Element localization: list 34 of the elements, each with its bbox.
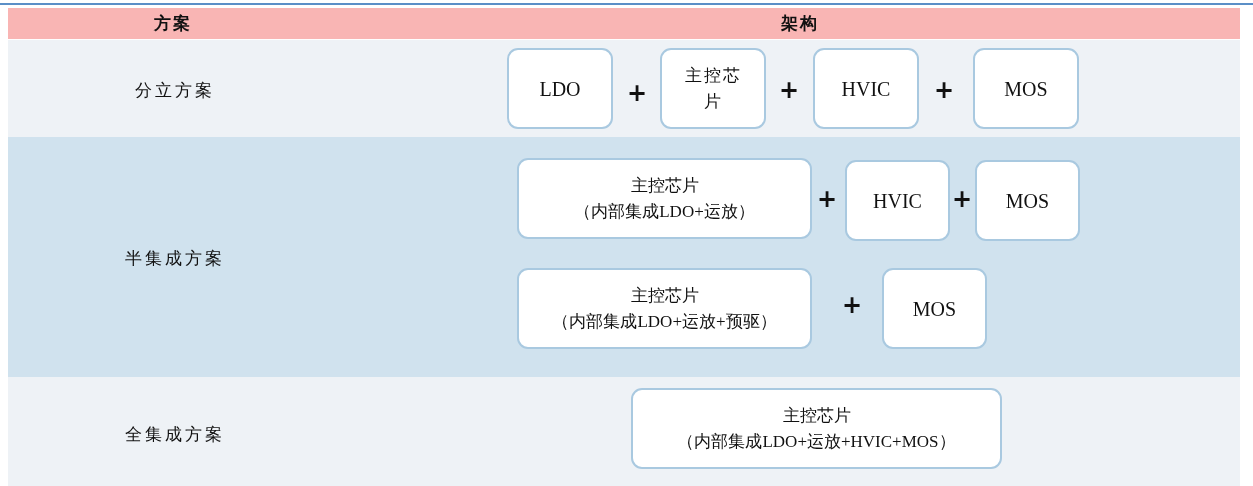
plus-sign: + (841, 291, 863, 319)
component-name: LDO (539, 76, 581, 102)
component-name: 主控芯片 (782, 404, 851, 427)
component-box (813, 48, 919, 129)
plus-sign: + (778, 76, 800, 104)
component-name: MOS (912, 296, 957, 322)
component-name: HVIC (873, 188, 922, 214)
row-header: 半集成方案 (125, 247, 225, 270)
component-box (631, 388, 1002, 469)
component-note: （内部集成LDO+运放） (574, 200, 755, 223)
column-header: 方案 (154, 12, 192, 35)
row-header: 全集成方案 (125, 423, 225, 446)
component-box (973, 48, 1079, 129)
component-box (517, 268, 812, 349)
component-box (975, 160, 1080, 241)
plus-sign: + (951, 185, 973, 213)
plus-sign: + (933, 76, 955, 104)
component-box (507, 48, 613, 129)
component-name: 主控芯片 (630, 174, 699, 197)
component-box (845, 160, 950, 241)
component-box (660, 48, 766, 129)
component-note: （内部集成LDO+运放+预驱） (552, 310, 777, 333)
component-name: 主控芯片 (630, 284, 699, 307)
component-box (882, 268, 987, 349)
plus-sign: + (816, 185, 838, 213)
plus-sign: + (626, 79, 648, 107)
component-name: HVIC (841, 76, 891, 102)
column-header: 架构 (781, 12, 819, 35)
row-header: 分立方案 (135, 79, 215, 102)
component-box (517, 158, 812, 239)
component-note: （内部集成LDO+运放+HVIC+MOS） (677, 430, 956, 453)
component-name: MOS (1005, 188, 1050, 214)
component-name: 主控芯片 (683, 64, 743, 113)
component-name: MOS (1004, 76, 1048, 102)
